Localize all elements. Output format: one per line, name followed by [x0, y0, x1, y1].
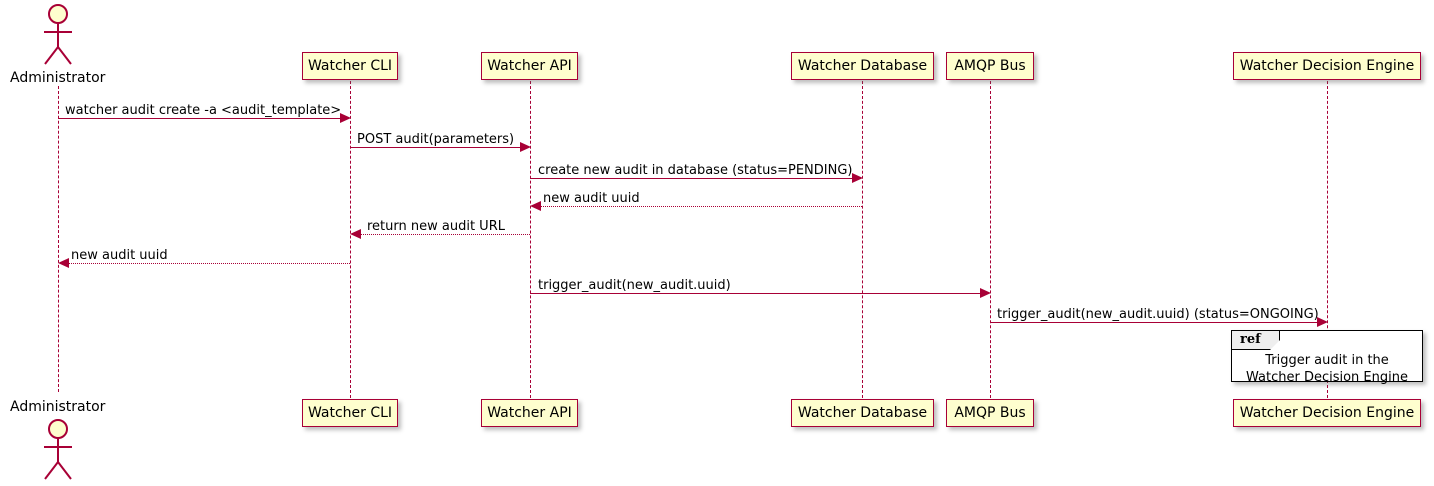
- message-label-new-audit-uuid-db: new audit uuid: [543, 191, 640, 206]
- message-line-new-audit-uuid-db: [541, 206, 862, 207]
- arrow-head-icon: [340, 113, 351, 123]
- arrow-head-icon: [350, 229, 361, 239]
- message-label-new-audit-uuid-cli: new audit uuid: [71, 248, 168, 263]
- ref-fragment-line-1: Trigger audit in the: [1265, 353, 1389, 368]
- message-line-trigger-audit: [530, 293, 981, 294]
- ref-fragment-keyword: ref: [1232, 331, 1280, 351]
- arrow-head-icon: [980, 288, 991, 298]
- message-line-trigger-audit-ongoing: [990, 322, 1318, 323]
- lifeline-db: [862, 81, 863, 398]
- message-line-watcher-audit-create: [58, 118, 341, 119]
- lifeline-api: [530, 81, 531, 398]
- actor-admin-bottom: [34, 417, 82, 486]
- lifeline-amqp: [990, 81, 991, 398]
- participant-watcher-database-top[interactable]: Watcher Database: [791, 52, 934, 80]
- message-label-trigger-audit-ongoing: trigger_audit(new_audit.uuid) (status=ON…: [997, 307, 1319, 322]
- message-label-create-new-audit: create new audit in database (status=PEN…: [538, 163, 853, 178]
- arrow-head-icon: [1317, 317, 1328, 327]
- actor-admin-top: [34, 2, 82, 72]
- participant-amqp-bus-top[interactable]: AMQP Bus: [946, 52, 1034, 80]
- actor-label-admin-bottom: Administrator: [10, 399, 106, 415]
- actor-label-admin-top: Administrator: [10, 70, 106, 86]
- lifeline-admin: [58, 86, 59, 392]
- participant-watcher-api-top[interactable]: Watcher API: [481, 52, 578, 80]
- arrow-head-icon: [530, 201, 541, 211]
- message-line-post-audit: [350, 147, 521, 148]
- ref-fragment[interactable]: ref Trigger audit in the Watcher Decisio…: [1231, 330, 1423, 385]
- lifeline-cli: [350, 81, 351, 398]
- arrow-head-icon: [852, 173, 863, 183]
- participant-watcher-database-bottom[interactable]: Watcher Database: [791, 399, 934, 427]
- arrow-head-icon: [520, 142, 531, 152]
- lifeline-wde: [1327, 81, 1328, 398]
- message-label-return-new-audit-url: return new audit URL: [367, 219, 505, 234]
- message-label-post-audit: POST audit(parameters): [357, 132, 515, 147]
- message-label-trigger-audit: trigger_audit(new_audit.uuid): [538, 278, 731, 293]
- actor-stick-figure-icon: [44, 419, 72, 480]
- participant-watcher-api-bottom[interactable]: Watcher API: [481, 399, 578, 427]
- message-line-new-audit-uuid-cli: [69, 263, 350, 264]
- arrow-head-icon: [58, 258, 69, 268]
- message-label-watcher-audit-create: watcher audit create -a <audit_template>: [65, 103, 342, 118]
- participant-watcher-decision-engine-bottom[interactable]: Watcher Decision Engine: [1233, 399, 1421, 427]
- participant-watcher-cli-bottom[interactable]: Watcher CLI: [302, 399, 398, 427]
- actor-stick-figure-icon: [44, 4, 72, 65]
- message-line-return-new-audit-url: [361, 234, 530, 235]
- participant-amqp-bus-bottom[interactable]: AMQP Bus: [946, 399, 1034, 427]
- participant-watcher-cli-top[interactable]: Watcher CLI: [302, 52, 398, 80]
- message-line-create-new-audit: [530, 178, 853, 179]
- participant-watcher-decision-engine-top[interactable]: Watcher Decision Engine: [1233, 52, 1421, 80]
- ref-fragment-body: Trigger audit in the Watcher Decision En…: [1232, 352, 1422, 386]
- ref-fragment-line-2: Watcher Decision Engine: [1246, 370, 1408, 385]
